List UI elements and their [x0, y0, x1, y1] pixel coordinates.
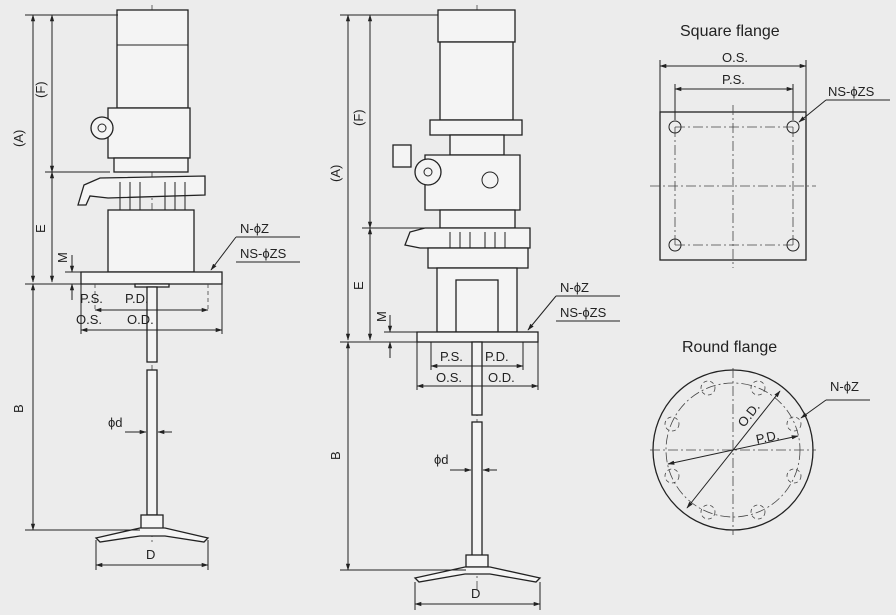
n-phi-z-label: N-ϕZ: [560, 280, 589, 295]
shaft-diameter-label: ϕd: [434, 452, 449, 467]
ps-label: P.S.: [440, 349, 463, 364]
impeller: [94, 527, 210, 543]
dim-m-label: M: [55, 252, 70, 263]
ns-phi-zs-label: NS-ϕZS: [560, 305, 607, 320]
dim-b-label: B: [328, 451, 343, 460]
gearbox: [107, 107, 191, 159]
od-label: O.D.: [488, 370, 515, 385]
dim-e-label: E: [33, 224, 48, 233]
od-label: O.D.: [735, 400, 763, 430]
dim-a-label: (A): [11, 130, 26, 147]
dim-e-label: E: [351, 281, 366, 290]
flange: [80, 271, 223, 285]
pd-label: P.D.: [485, 349, 509, 364]
impeller: [413, 566, 542, 583]
shaft: [471, 341, 483, 416]
ps-label: P.S.: [722, 72, 745, 87]
square-flange-title: Square flange: [680, 23, 780, 40]
shaft: [146, 286, 158, 363]
dim-m-label: M: [374, 311, 389, 322]
shaft-diameter-label: ϕd: [108, 415, 123, 430]
pd-label: P.D.: [125, 291, 149, 306]
dim-f-label: (F): [33, 81, 48, 98]
dim-a-label: (A): [328, 165, 343, 182]
n-phi-z-label: N-ϕZ: [240, 221, 269, 236]
os-label: O.S.: [436, 370, 462, 385]
square-flange-view: Square flange O.S. P.S. NS-ϕZS: [650, 23, 890, 268]
pd-label: P.D.: [755, 427, 781, 447]
flange: [416, 331, 539, 343]
od-label: O.D.: [127, 312, 154, 327]
ns-phi-zs-label: NS-ϕZS: [240, 246, 287, 261]
ps-label: P.S.: [80, 291, 103, 306]
gearbox: [424, 154, 521, 211]
os-label: O.S.: [76, 312, 102, 327]
middle-agitator: (A) (F) E M B P.S. P.D. O.S. O.D. ϕd D N…: [328, 5, 620, 610]
n-phi-z-label: N-ϕZ: [830, 379, 859, 394]
motor: [439, 41, 514, 121]
dim-b-label: B: [11, 404, 26, 413]
dim-f-label: (F): [351, 109, 366, 126]
ns-phi-zs-label: NS-ϕZS: [828, 84, 875, 99]
dim-d-label: D: [146, 547, 155, 562]
os-label: O.S.: [722, 50, 748, 65]
handwheel-icon: [90, 116, 114, 140]
round-flange-title: Round flange: [682, 339, 777, 356]
dim-d-label: D: [471, 586, 480, 601]
motor: [116, 9, 189, 109]
left-agitator: (A) (F) E M B P.S. P.D. O.S. O.D. ϕd D N…: [11, 5, 300, 570]
round-flange-view: Round flange O.D. P.D. N-ϕZ: [650, 339, 870, 535]
